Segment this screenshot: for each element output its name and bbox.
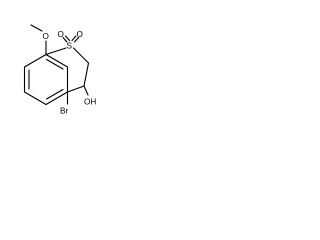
bond-s-c2 xyxy=(72,47,90,64)
sulfonyl-oxygen-left-label: O xyxy=(58,30,64,39)
double-bond-inner-c7a-c3a xyxy=(45,58,64,70)
double-bond-s-o-left xyxy=(62,36,68,43)
sulfonyl-oxygen-right-label: O xyxy=(77,30,83,39)
molecule-structure: O S O O Br OH xyxy=(23,24,96,116)
bond-c3-c3a xyxy=(66,85,85,93)
hydroxyl-label: OH xyxy=(84,98,96,107)
bond-c7-c7a xyxy=(23,53,47,68)
double-bond-s-o-left-2 xyxy=(64,35,71,42)
bond-c7a-s xyxy=(45,47,67,56)
bond-methoxy-o-ch3 xyxy=(30,24,43,32)
bond-c2-c3 xyxy=(83,62,90,87)
bond-c3-oh xyxy=(83,85,89,96)
double-bond-s-o-right-2 xyxy=(73,36,80,43)
bond-c5-c6 xyxy=(23,91,47,106)
bond-c4-c5 xyxy=(45,91,69,106)
double-bond-inner-c4-c5 xyxy=(45,88,64,100)
bromine-label: Br xyxy=(60,107,68,116)
double-bond-s-o-right xyxy=(71,35,77,42)
sulfur-label: S xyxy=(67,42,73,51)
bond-c7a-c3a xyxy=(45,53,69,68)
methoxy-oxygen-label: O xyxy=(43,32,49,41)
